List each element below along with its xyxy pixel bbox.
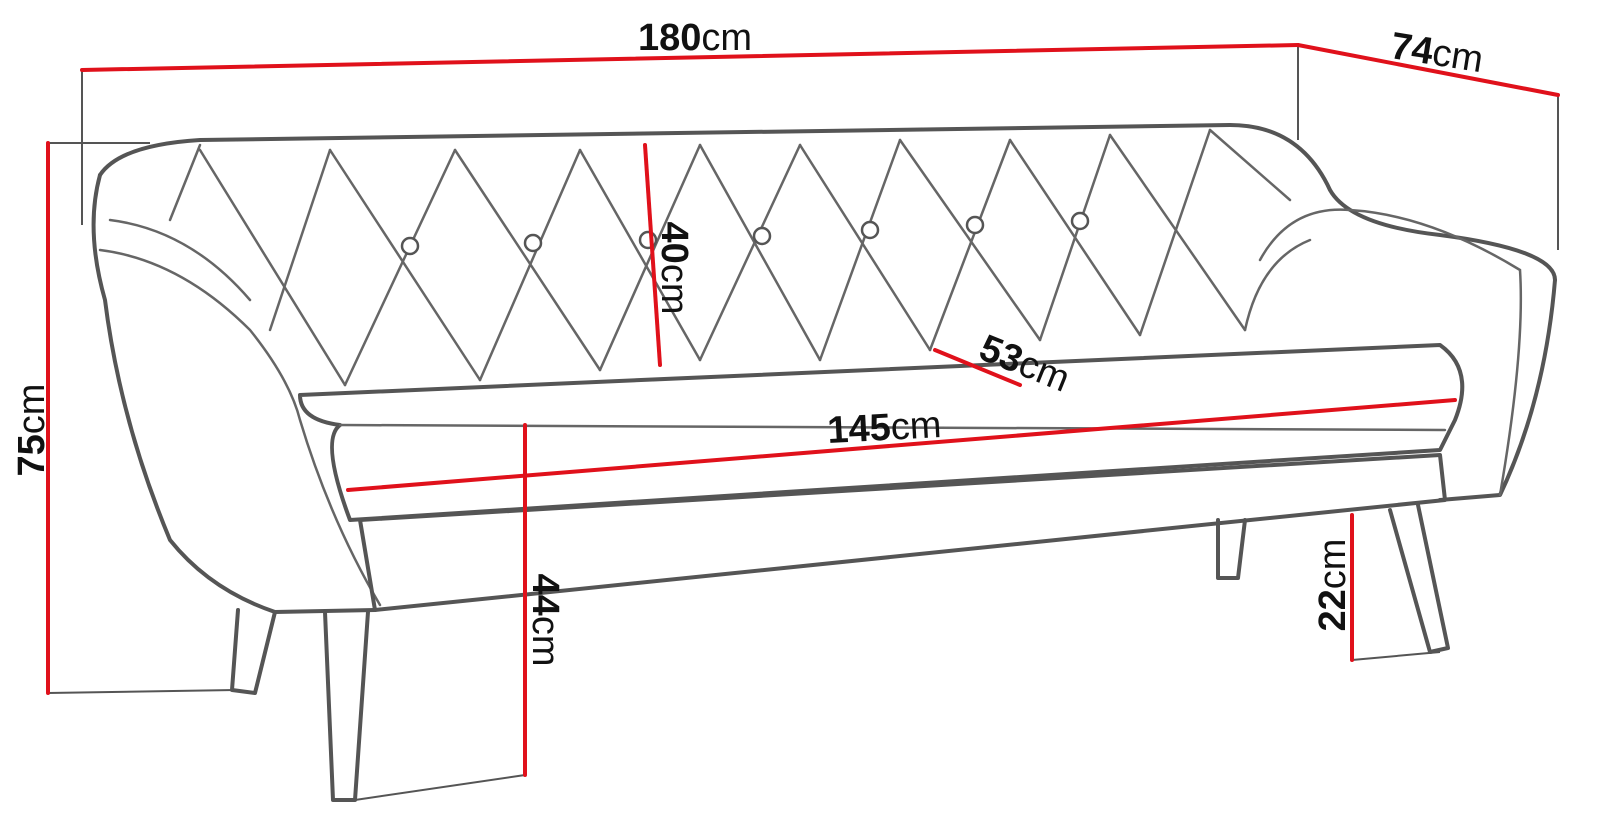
seat-depth-label: 53cm: [974, 327, 1076, 401]
back-height-line: [643, 143, 662, 367]
width-label: 180cm: [638, 17, 752, 59]
back-height-label: 40cm: [653, 222, 695, 315]
seat-height-label: 44cm: [524, 574, 566, 667]
seat-width-label: 145cm: [826, 404, 942, 452]
dimension-lines: [46, 43, 1560, 777]
seat-depth-line: [933, 348, 1022, 387]
extension-lines: [47, 45, 1559, 801]
tufting-buttons: [400, 211, 1090, 256]
seat-width-line: [346, 398, 1457, 492]
leg-height-label: 22cm: [1312, 539, 1354, 632]
sofa-illustration: [91, 123, 1557, 802]
width-line: [80, 43, 1300, 72]
tufting-lines: [168, 128, 1292, 387]
depth-label: 74cm: [1388, 25, 1486, 81]
height-label: 75cm: [11, 384, 53, 477]
depth-line: [1296, 43, 1560, 97]
